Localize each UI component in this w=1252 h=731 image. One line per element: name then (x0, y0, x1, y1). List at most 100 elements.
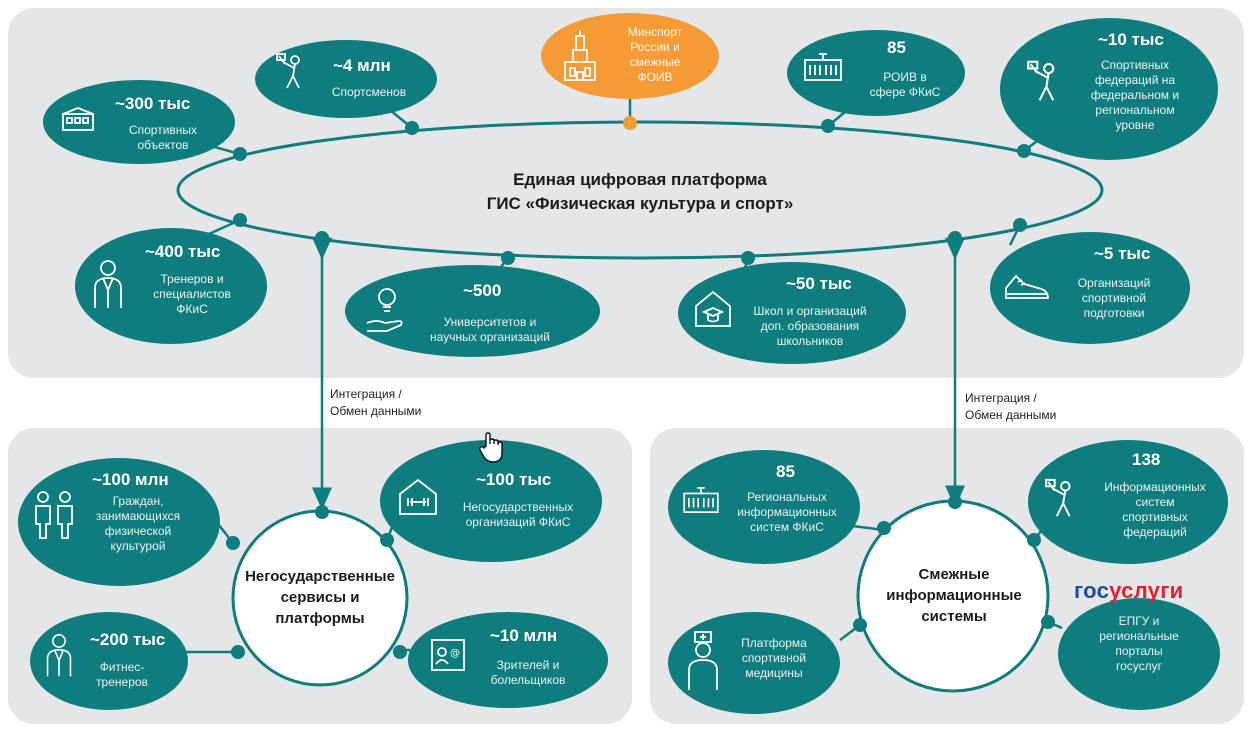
node-number: 85 (776, 462, 795, 481)
coach-icon (44, 632, 74, 680)
node-fitness[interactable]: ~200 тыс Фитнес- тренеров (30, 612, 188, 710)
logo-part-gos: гос (1074, 578, 1110, 603)
node-number: ~500 (463, 281, 502, 300)
node-viewers[interactable]: @ ~10 млн Зрителей и болельщиков (408, 612, 608, 708)
node-number: ~400 тыс (145, 242, 221, 261)
government-building-icon (682, 486, 720, 514)
kremlin-icon (563, 28, 597, 82)
node-number: ~5 тыс (1094, 244, 1151, 263)
node-text: Минспорт России и смежные ФОИВ (605, 25, 705, 85)
central-platform-line2: ГИС «Физическая культура и спорт» (486, 194, 794, 213)
node-text: Тренеров и специалистов ФКиС (133, 272, 251, 317)
node-text: Спортивных федераций на федеральном и ре… (1072, 58, 1198, 133)
node-text: Организаций спортивной подготовки (1066, 276, 1162, 321)
node-minsport[interactable]: Минспорт России и смежные ФОИВ (541, 13, 719, 99)
text-line: региональные (1099, 629, 1179, 643)
hub-line: Смежные (918, 566, 990, 583)
text-line: систем ФКиС (750, 520, 824, 534)
text-line: ФОИВ (637, 70, 673, 84)
node-text: РОИВ в сфере ФКиС (855, 70, 955, 100)
text-line: доп. образования (760, 319, 860, 333)
text-line: Минспорт (627, 25, 683, 39)
text-line: сфере ФКиС (869, 85, 941, 99)
text-line: Фитнес- (99, 660, 145, 674)
node-number: ~4 млн (333, 56, 391, 75)
text-line: спортивной (741, 651, 807, 665)
text-line: научных организаций (430, 330, 550, 344)
text-line: федераций на (1094, 73, 1176, 87)
text-line: информационных (737, 505, 837, 519)
text-line: физической (104, 524, 172, 538)
node-text: ЕПГУ и региональные порталы госуслуг (1074, 614, 1204, 674)
text-line: занимающихся (95, 509, 181, 523)
gym-house-icon (398, 478, 438, 516)
text-line: региональном (1095, 103, 1175, 117)
node-number: 85 (887, 38, 906, 57)
node-number: ~300 тыс (115, 94, 191, 113)
text-line: федеральном и (1090, 88, 1180, 102)
node-text: Информационных систем спортивных федерац… (1090, 480, 1220, 540)
hub-line: системы (921, 608, 987, 625)
node-number: ~50 тыс (786, 274, 852, 293)
node-regional-is[interactable]: 85 Региональных информационных систем ФК… (668, 450, 860, 564)
edge-label-line: Интеграция / (330, 387, 402, 401)
right-hub-title: Смежные информационные системы (866, 564, 1042, 627)
text-line: Спортсменов (331, 85, 407, 99)
node-coaches[interactable]: ~400 тыс Тренеров и специалистов ФКиС (75, 228, 267, 344)
text-line: тренеров (96, 675, 148, 689)
node-schools[interactable]: ~50 тыс Школ и организаций доп. образова… (678, 262, 906, 364)
text-line: Университетов и (443, 315, 537, 329)
text-line: госуслуг (1115, 659, 1163, 673)
contact-card-icon: @ (430, 638, 466, 672)
text-line: спортивной (1081, 291, 1147, 305)
node-number: ~200 тыс (90, 630, 166, 649)
node-roiv[interactable]: 85 РОИВ в сфере ФКиС (787, 30, 965, 116)
central-platform-title: Единая цифровая платформа ГИС «Физическа… (440, 168, 840, 216)
text-line: ЕПГУ и (1118, 614, 1160, 628)
text-line: Негосударственных (462, 500, 574, 514)
gosuslugi-logo: госуслуги (1074, 578, 1184, 604)
text-line: Информационных (1104, 480, 1206, 494)
node-federations[interactable]: ~10 тыс Спортивных федераций на федераль… (1000, 18, 1218, 160)
text-line: Платформа (741, 636, 807, 650)
logo-part-uslugi: услуги (1109, 578, 1184, 603)
node-federation-is[interactable]: 138 Информационных систем спортивных фед… (1028, 440, 1228, 564)
node-text: Платформа спортивной медицины (724, 636, 824, 681)
text-line: Спортивных (128, 123, 198, 137)
text-line: школьников (776, 334, 844, 348)
text-line: РОИВ в (883, 70, 927, 84)
people-icon (32, 490, 76, 540)
text-line: Зрителей и (496, 658, 560, 672)
text-line: организаций ФКиС (465, 515, 571, 529)
node-number: ~100 млн (92, 470, 169, 489)
text-line: Организаций (1077, 276, 1151, 290)
edge-label-line: Интеграция / (965, 391, 1037, 405)
hub-line: сервисы и (280, 589, 360, 606)
node-epgu[interactable]: ЕПГУ и региональные порталы госуслуг (1058, 598, 1220, 710)
node-text: Спортивных объектов (105, 123, 221, 153)
left-hub-title: Негосударственные сервисы и платформы (232, 566, 408, 629)
node-text: Фитнес- тренеров (82, 660, 162, 690)
coach-icon (91, 258, 125, 312)
node-athletes[interactable]: ~4 млн Спортсменов (255, 40, 437, 118)
node-citizens[interactable]: ~100 млн Граждан, занимающихся физическо… (18, 458, 220, 586)
node-sport-training[interactable]: ~5 тыс Организаций спортивной подготовки (990, 232, 1190, 344)
text-line: медицины (745, 666, 803, 680)
sneaker-icon (1004, 270, 1050, 302)
node-text: Граждан, занимающихся физической культур… (82, 494, 194, 554)
text-line: Региональных (747, 490, 827, 504)
node-text: Региональных информационных систем ФКиС (728, 490, 846, 535)
node-sport-objects[interactable]: ~300 тыс Спортивных объектов (43, 80, 235, 164)
hub-line: информационные (886, 587, 1022, 604)
text-line: культурой (110, 539, 166, 553)
node-text: Зрителей и болельщиков (478, 658, 578, 688)
hub-line: Негосударственные (245, 568, 395, 585)
node-number: ~10 тыс (1098, 30, 1164, 49)
central-platform-line1: Единая цифровая платформа (513, 170, 767, 189)
node-number: ~100 тыс (476, 470, 552, 489)
node-universities[interactable]: ~500 Университетов и научных организаций (345, 265, 600, 357)
node-sport-medicine[interactable]: Платформа спортивной медицины (668, 612, 840, 714)
government-building-icon (803, 52, 843, 82)
edge-label-line: Обмен данными (965, 408, 1057, 422)
